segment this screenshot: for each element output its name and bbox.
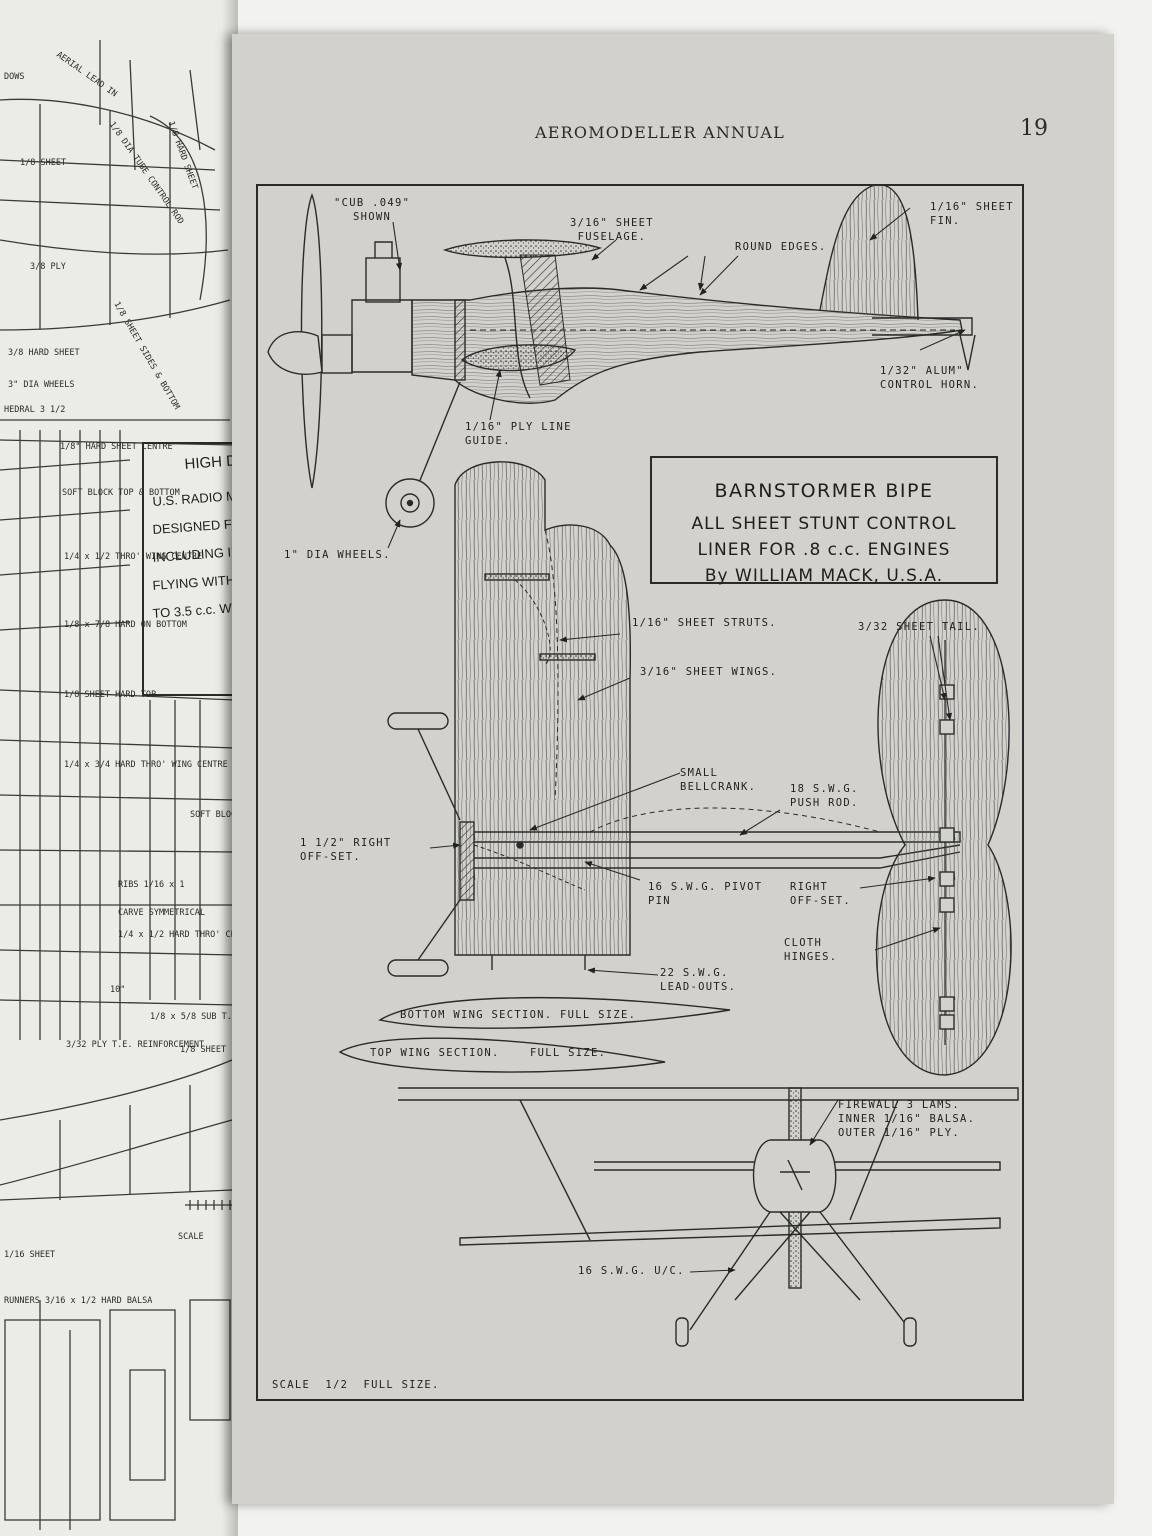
- left-label: SOFT BLOCK: [190, 810, 238, 820]
- top-view-wing: [454, 461, 632, 970]
- left-label: 1/8 x 7/8 HARD ON BOTTOM: [64, 620, 187, 630]
- callout-struts: 1/16" SHEET STRUTS.: [632, 617, 777, 629]
- callout-tail: 3/32 SHEET TAIL.: [858, 621, 980, 633]
- callout-right-offset-wing: 1 1/2" RIGHT OFF-SET.: [300, 837, 392, 863]
- top-wing-section: [338, 1037, 666, 1073]
- callout-engine: "CUB .049" SHOWN: [334, 197, 411, 223]
- left-label: 3/8 HARD SHEET: [8, 348, 80, 358]
- running-title: AEROMODELLER ANNUAL: [535, 123, 785, 142]
- left-label: 3/32 PLY T.E. REINFORCEMENT: [66, 1040, 205, 1050]
- callout-line-guide: 1/16" PLY LINE GUIDE.: [465, 421, 572, 447]
- callout-wheels: 1" DIA WHEELS.: [284, 549, 391, 561]
- side-view: [267, 184, 976, 528]
- callout-push-rod: 18 S.W.G. PUSH ROD.: [790, 783, 859, 809]
- left-label: 1/8 SHEET: [20, 158, 67, 168]
- high-diver-info-box: HIGH DIVER U.S. RADIO MODE DESIGNED FOR …: [142, 442, 238, 696]
- callout-control-horn: 1/32" ALUM" CONTROL HORN.: [880, 365, 980, 391]
- callout-fin: 1/16" SHEET FIN.: [930, 201, 1014, 227]
- left-label: CARVE SYMMETRICAL: [118, 908, 205, 918]
- page-number: 19: [1020, 116, 1048, 141]
- label-top-wing-section: TOP WING SECTION. FULL SIZE.: [370, 1047, 607, 1059]
- left-label: DOWS: [4, 72, 25, 82]
- title-box: BARNSTORMER BIPE ALL SHEET STUNT CONTROL…: [650, 456, 998, 586]
- left-label: 1/4 x 1/2 HARD THRO' CENTRE: [118, 930, 238, 940]
- left-label: RIBS 1/16 x 1: [118, 880, 185, 890]
- left-label: 1/8 SHEET: [180, 1045, 227, 1055]
- left-label: 3/8 PLY: [30, 262, 66, 272]
- bottom-wing-section: [378, 996, 731, 1029]
- callout-wings: 3/16" SHEET WINGS.: [640, 666, 778, 678]
- plan-title: BARNSTORMER BIPE: [714, 480, 934, 502]
- left-label: 1/8" HARD SHEET CENTRE: [60, 442, 173, 452]
- plan-subtitle-line: LINER FOR .8 c.c. ENGINES: [697, 540, 951, 560]
- drawing-frame: [256, 184, 1024, 1401]
- callout-firewall: FIREWALL 3 LAMS. INNER 1/16" BALSA. OUTE…: [838, 1099, 976, 1139]
- left-label: 10": [110, 985, 126, 995]
- callout-pivot-pin: 16 S.W.G. PIVOT PIN: [648, 881, 763, 907]
- left-label: 1/4 x 1/2 THRO' WING CENTRE: [64, 552, 203, 562]
- plan-author: By WILLIAM MACK, U.S.A.: [704, 566, 944, 586]
- left-page: HIGH DIVER U.S. RADIO MODE DESIGNED FOR …: [0, 0, 238, 1536]
- top-view-undercarriage: [387, 712, 461, 977]
- callout-lead-outs: 22 S.W.G. LEAD-OUTS.: [660, 967, 737, 993]
- left-label: 1/4 x 3/4 HARD THRO' WING CENTRE: [64, 760, 228, 770]
- left-label: RUNNERS 3/16 x 1/2 HARD BALSA: [4, 1296, 153, 1306]
- left-label: SCALE: [178, 1232, 204, 1242]
- plan-subtitle-line: ALL SHEET STUNT CONTROL: [691, 514, 957, 534]
- left-page-plan-drawing: [0, 40, 236, 1530]
- callout-undercarriage: 16 S.W.G. U/C.: [578, 1265, 685, 1277]
- left-label: 1/8 SHEET HARD TOP: [64, 690, 157, 700]
- left-label: 3" DIA WHEELS: [8, 380, 75, 390]
- left-label: SOFT BLOCK TOP & BOTTOM: [62, 488, 180, 498]
- callout-right-offset-tail: RIGHT OFF-SET.: [790, 881, 851, 907]
- callout-cloth-hinges: CLOTH HINGES.: [784, 937, 838, 963]
- front-view: [398, 1087, 1019, 1347]
- left-label: 1/8 x 5/8 SUB T.E.: [150, 1012, 238, 1022]
- callout-round-edges: ROUND EDGES.: [735, 241, 827, 253]
- label-bottom-wing-section: BOTTOM WING SECTION. FULL SIZE.: [400, 1009, 637, 1021]
- tailplane-plan: [875, 599, 1012, 1076]
- scale-note: SCALE 1/2 FULL SIZE.: [272, 1379, 440, 1391]
- left-label: 1/16 SHEET: [4, 1250, 56, 1260]
- callout-fuselage: 3/16" SHEET FUSELAGE.: [570, 217, 654, 243]
- left-label: HEDRAL 3 1/2: [4, 405, 66, 415]
- callout-bellcrank: SMALL BELLCRANK.: [680, 767, 757, 793]
- leader-arrows: [387, 207, 966, 1274]
